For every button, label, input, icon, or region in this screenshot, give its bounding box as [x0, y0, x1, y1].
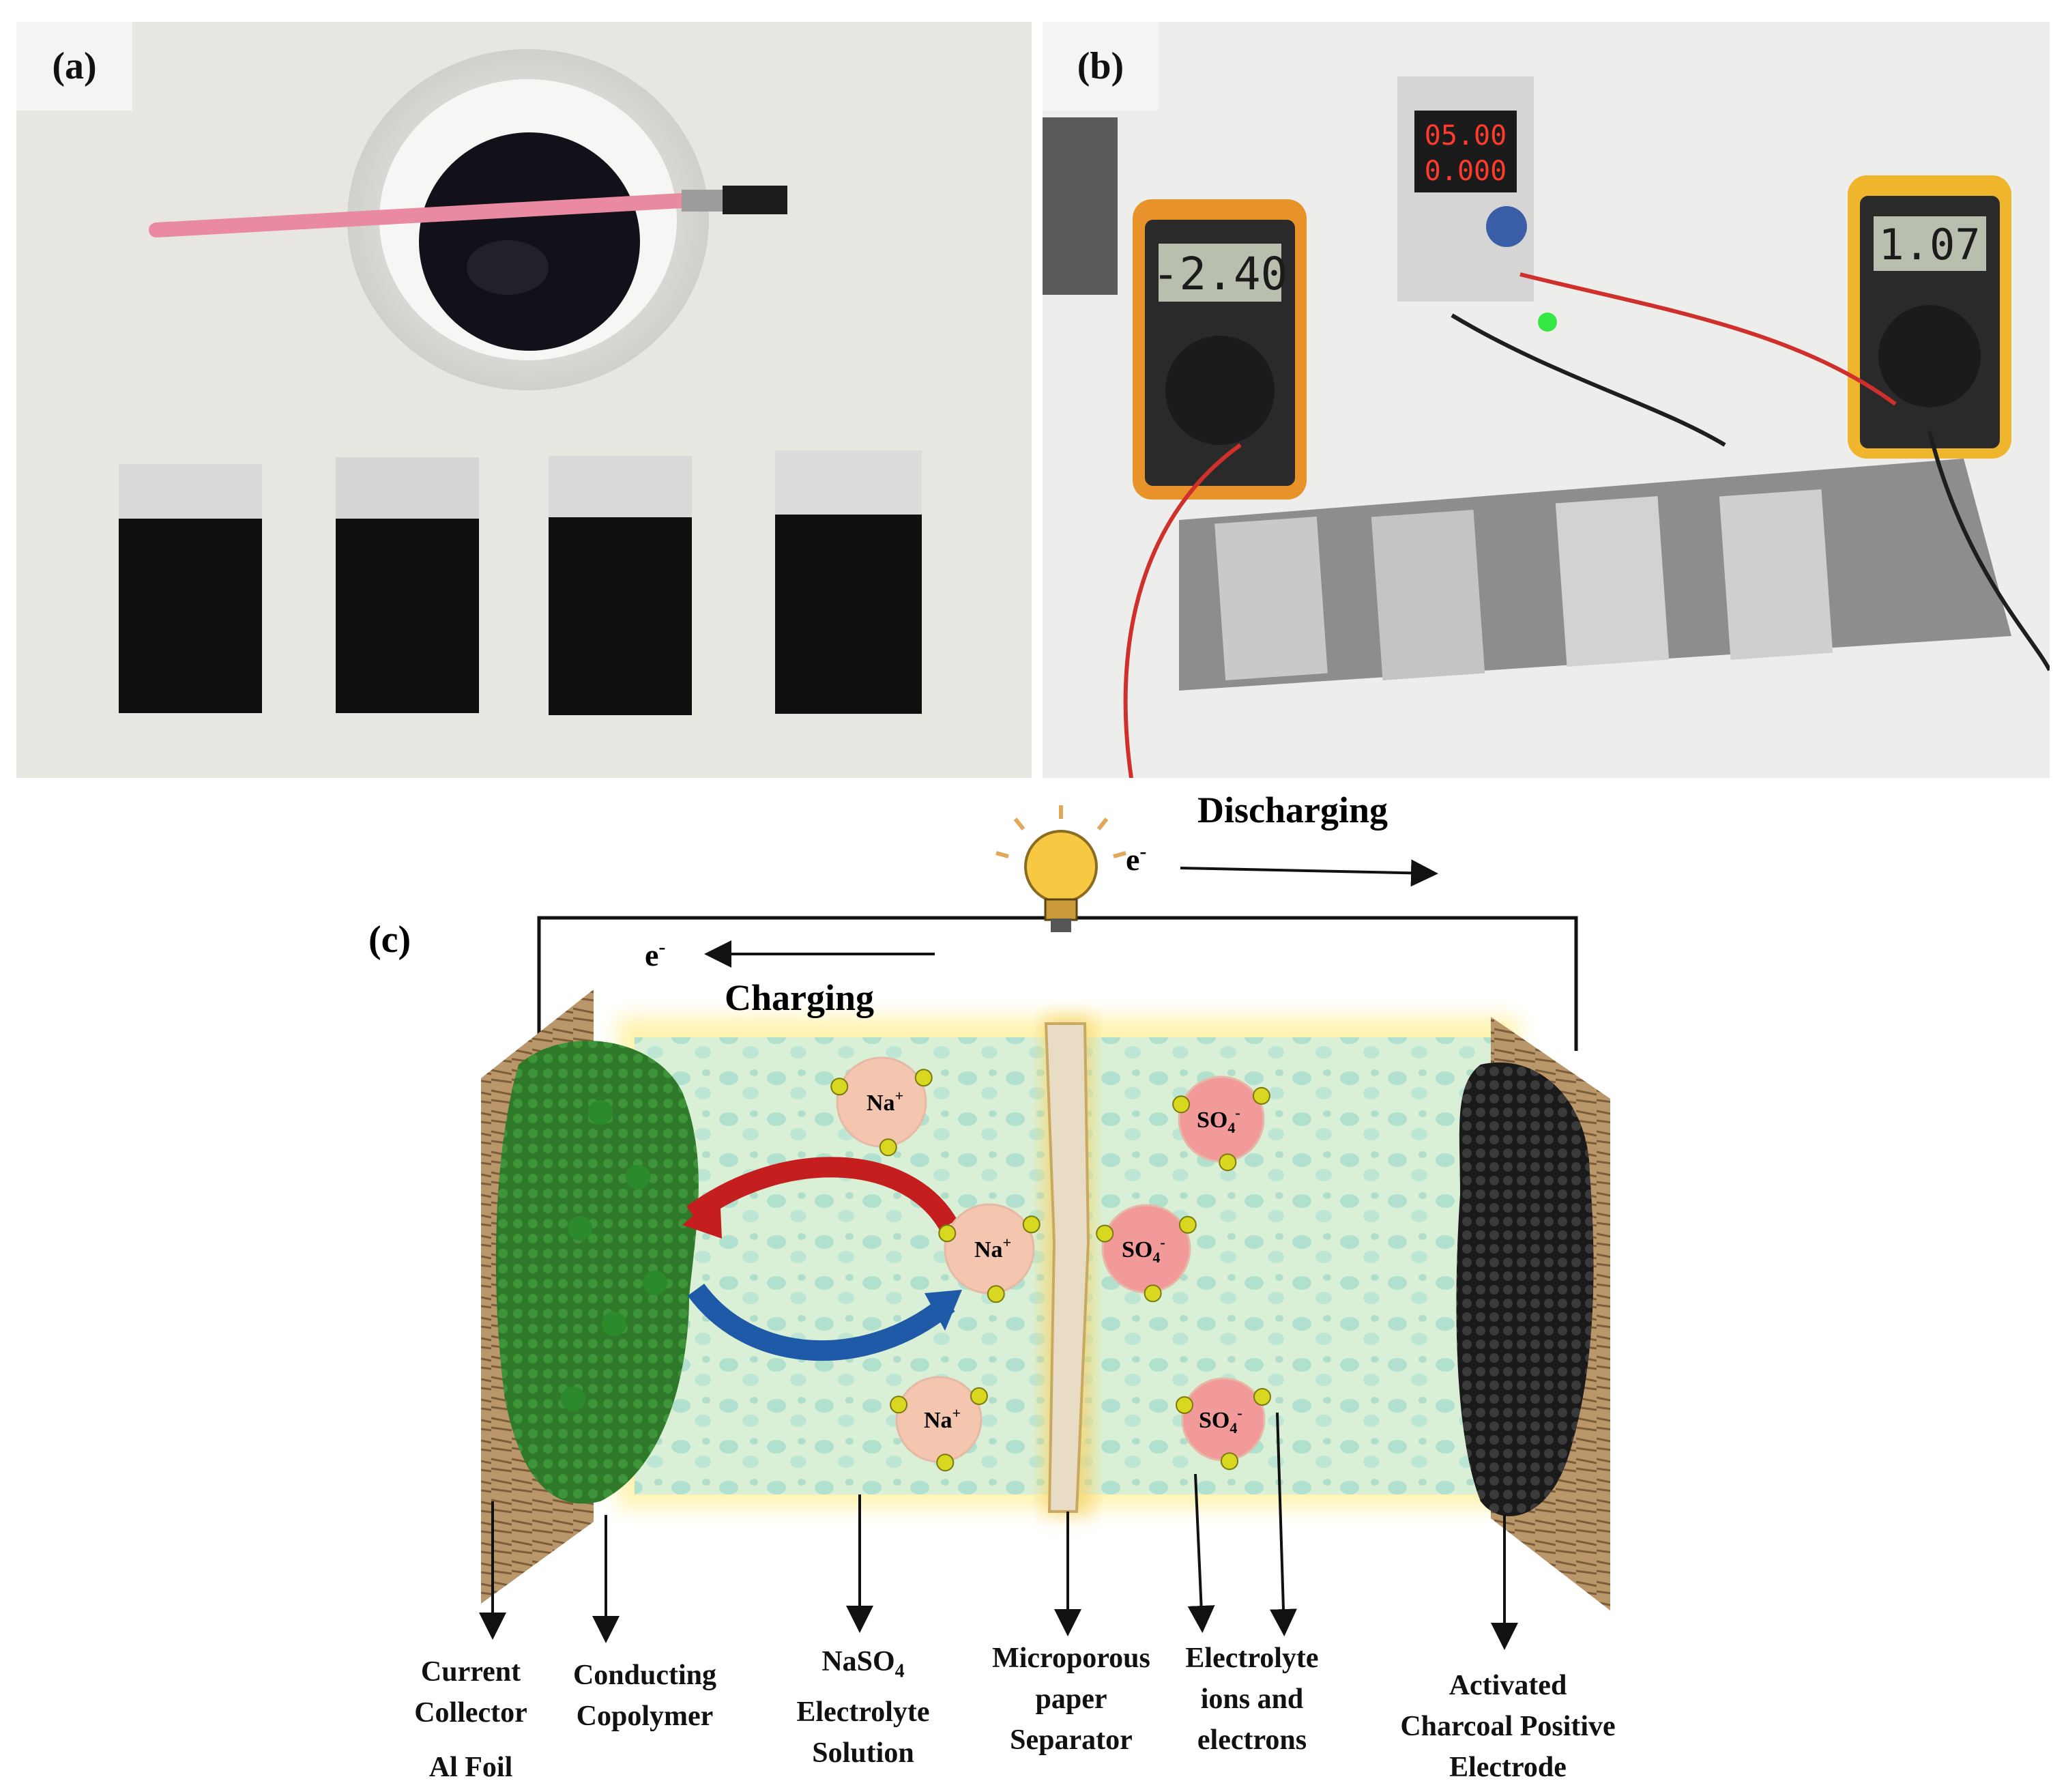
conducting-copolymer	[495, 1041, 699, 1504]
charging-label: Charging	[725, 977, 874, 1018]
slurry	[419, 132, 640, 351]
activated-charcoal-electrode	[1456, 1062, 1594, 1516]
sulfate-ion: SO4-	[1172, 1075, 1270, 1172]
psu-current-reading: 0.000	[1425, 156, 1507, 187]
polymer-beads	[561, 1100, 667, 1411]
electrode-sheets	[119, 450, 922, 715]
label-electrolyte-solution: NaSO4 Electrolyte Solution	[796, 1646, 930, 1769]
sodium-ion-label: Na+	[924, 1404, 961, 1433]
photo-slurry-and-electrodes	[119, 49, 922, 715]
label-positive-electrode: Activated Charcoal Positive Electrode	[1400, 1670, 1616, 1783]
discharging-label: Discharging	[1197, 790, 1388, 830]
separator	[1044, 1022, 1090, 1513]
electron-discharge: e-	[1126, 840, 1146, 877]
ion-layer: Na+ Na+ Na+ SO4- SO4- SO4-	[830, 1056, 1271, 1472]
led	[1538, 313, 1557, 332]
panel-a-label: (a)	[16, 22, 132, 111]
sulfate-ion-label: SO4-	[1197, 1104, 1240, 1136]
sodium-ion-label: Na+	[867, 1087, 903, 1116]
label-current-collector: Current Collector Al Foil	[414, 1656, 527, 1783]
sodium-ion: Na+	[938, 1203, 1041, 1303]
circuit-wire-right	[1071, 916, 1578, 1051]
brush-handle	[149, 193, 689, 237]
label-pointers	[479, 1412, 1518, 1650]
panel-a-photo: (a)	[16, 22, 1032, 778]
sodium-ion-label: Na+	[974, 1234, 1011, 1262]
brush-ferrule	[682, 190, 723, 212]
sodium-ion: Na+	[890, 1376, 988, 1472]
sulfate-ion-label: SO4-	[1122, 1234, 1165, 1266]
sodium-ion: Na+	[830, 1056, 933, 1157]
circuit-wire-left	[537, 916, 1051, 1044]
sulfate-ion: SO4-	[1176, 1377, 1271, 1471]
photo-test-setup: -2.40 05.00 0.000 1.07	[1043, 76, 2050, 778]
panel-b-photo: -2.40 05.00 0.000 1.07 (b)	[1043, 22, 2050, 778]
label-conducting-copolymer: Conducting Copolymer	[572, 1660, 717, 1732]
electron-charge: e-	[645, 936, 665, 972]
sulfate-ion: SO4-	[1096, 1204, 1197, 1303]
meter-left-reading: -2.40	[1152, 248, 1288, 300]
psu-voltage-reading: 05.00	[1425, 120, 1507, 151]
brush-bristles	[723, 186, 787, 214]
blue-curved-arrow	[687, 1283, 955, 1361]
panel-b-label: (b)	[1043, 22, 1159, 111]
panel-c-label: (c)	[368, 919, 411, 961]
red-curved-arrow	[686, 1157, 958, 1230]
sulfate-ion-label: SO4-	[1199, 1404, 1242, 1436]
label-separator: Microporous paper Separator	[992, 1643, 1150, 1756]
light-bulb-icon	[995, 805, 1126, 932]
discharging-arrow	[1180, 859, 1438, 887]
meter-right-reading: 1.07	[1878, 220, 1980, 270]
label-electrolyte-ions: Electrolyte ions and electrons	[1185, 1643, 1319, 1756]
